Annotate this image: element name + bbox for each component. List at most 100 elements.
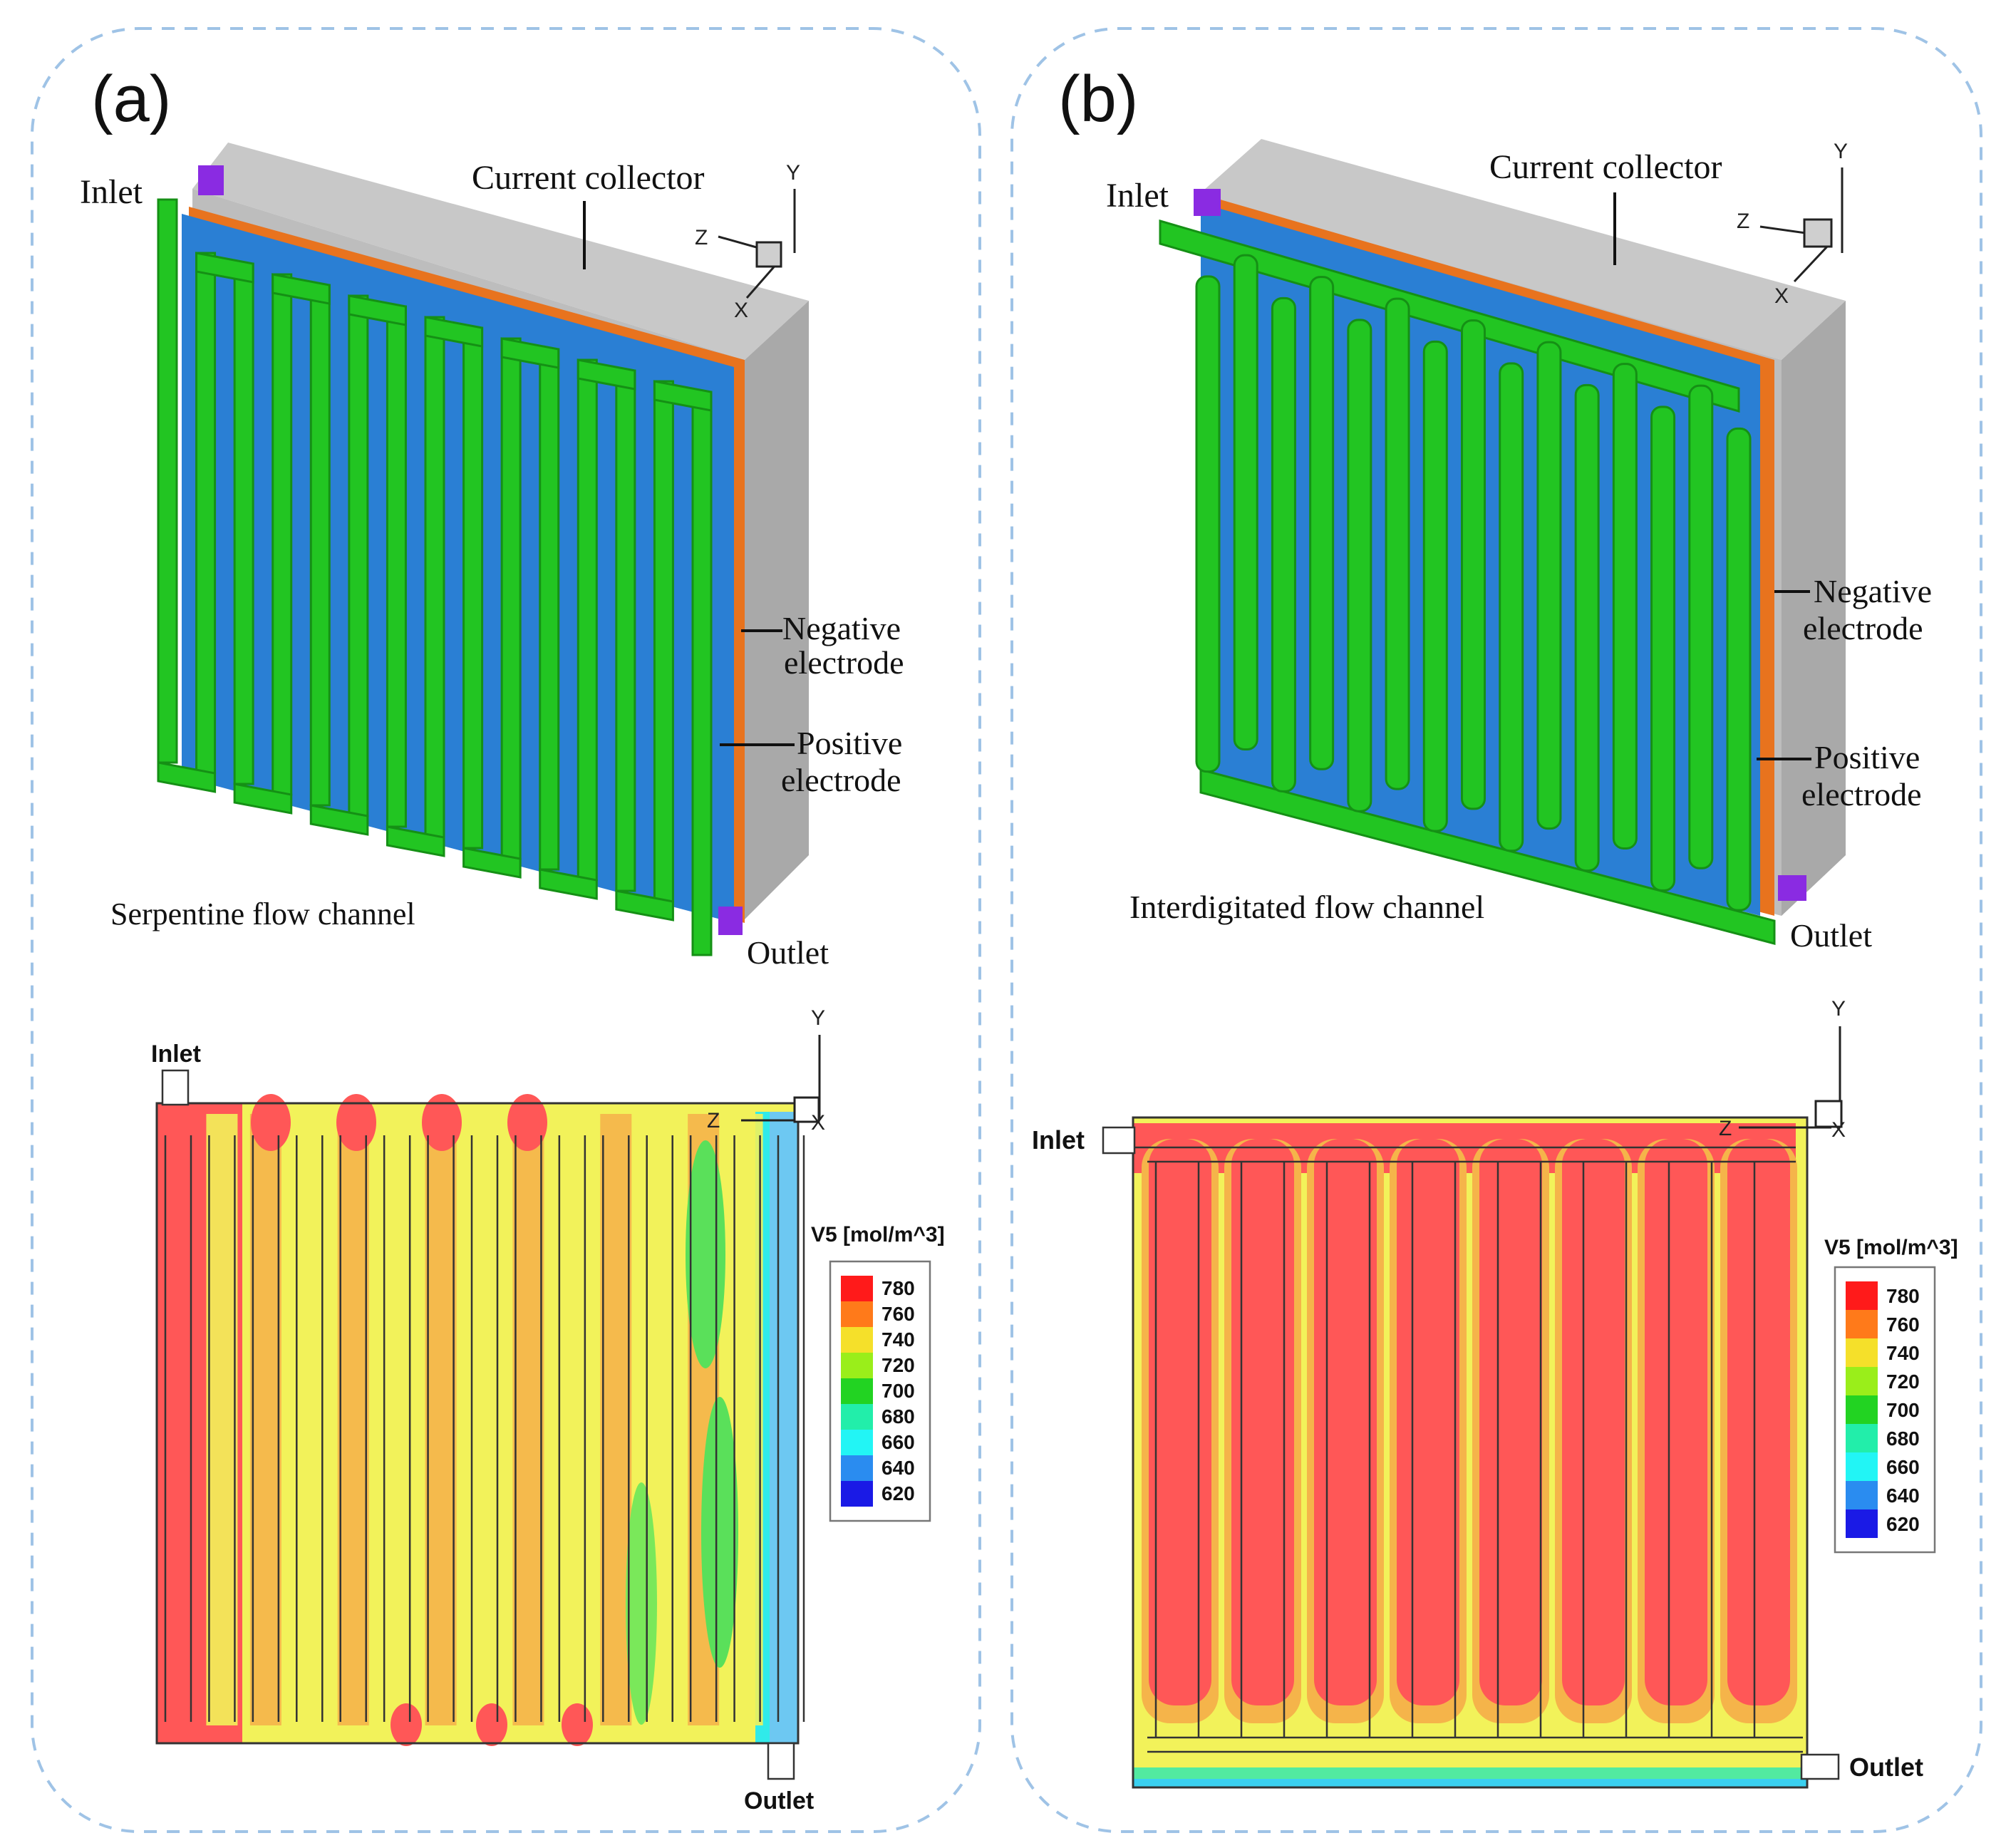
contour-border: [1132, 1116, 1809, 1789]
channel-finger: [1309, 276, 1335, 770]
serpentine-contour: [155, 1069, 805, 1780]
outlet-port: [718, 907, 743, 935]
legend-level-label: 680: [1886, 1428, 1920, 1450]
axis-x-3d: X: [734, 299, 748, 322]
channel-leg: [424, 316, 445, 839]
channel-bend: [424, 316, 484, 348]
channel-leg: [462, 326, 484, 850]
contour-band: [381, 1114, 413, 1725]
channel-finger: [1347, 319, 1372, 812]
legend-title: V5 [mol/m^3]: [811, 1223, 945, 1246]
channel-leg: [195, 252, 217, 775]
contour-band: [1727, 1139, 1790, 1705]
outlet-label-3d: Outlet: [747, 934, 829, 971]
channel-leg: [272, 273, 293, 796]
legend-level-label: 740: [881, 1328, 915, 1351]
legend-swatch: [841, 1353, 873, 1378]
contour-band: [1562, 1139, 1625, 1705]
axis-z-3d: Z: [695, 226, 708, 249]
legend-level-label: 720: [881, 1354, 915, 1376]
contour-band: [422, 1094, 462, 1151]
legend-level-label: 720: [1886, 1370, 1920, 1393]
contour-bands: [206, 1094, 763, 1746]
legend-level-label: 640: [881, 1457, 915, 1479]
channel-bend: [348, 294, 407, 326]
contour-band: [556, 1114, 588, 1725]
axis-x-2d: X: [1831, 1118, 1846, 1142]
interdigitated-channel: [1159, 220, 1776, 945]
contour-band: [1231, 1139, 1294, 1705]
contour-outlet-label: Outlet: [1849, 1752, 1923, 1782]
contour-band: [686, 1140, 725, 1368]
panel-b: (b) Inlet Current collector Negative ele…: [1010, 27, 1982, 1833]
channel-leg: [576, 358, 598, 882]
channel-bend: [500, 337, 560, 369]
channel-finger: [1688, 384, 1714, 869]
legend-level-label: 780: [1886, 1285, 1920, 1307]
axis-z-3d: Z: [1737, 210, 1749, 233]
axis-y-3d: Y: [1834, 140, 1848, 163]
legend-swatch: [1846, 1338, 1878, 1367]
legend-swatch: [841, 1430, 873, 1455]
channel-leg: [386, 305, 407, 828]
legend-swatch: [1846, 1281, 1878, 1310]
legend-level-label: 760: [881, 1303, 915, 1325]
channel-outline: [1133, 1146, 1803, 1753]
channel-finger: [1499, 362, 1524, 852]
channel-leg: [157, 198, 178, 764]
channel-leg: [691, 391, 713, 956]
channel-finger: [1461, 319, 1486, 810]
contour-band: [1479, 1139, 1542, 1705]
inlet-manifold: [1159, 220, 1740, 413]
serpentine-channel: [157, 198, 713, 956]
axis-triad-3d: [1759, 167, 1844, 283]
legend-swatch: [841, 1327, 873, 1353]
channel-name-label: Serpentine flow channel: [110, 897, 415, 931]
axis-triad-2d: [1739, 1026, 1843, 1129]
channel-finger: [1233, 254, 1258, 751]
contour-bottom-edge-2: [1133, 1779, 1807, 1787]
contour-band: [469, 1114, 500, 1725]
channel-bend: [462, 847, 522, 879]
channel-finger: [1726, 427, 1752, 912]
contour-band: [206, 1114, 238, 1725]
channel-finger: [1385, 297, 1410, 790]
interdigitated-3d-model: [1159, 139, 1846, 945]
legend-swatch: [1846, 1367, 1878, 1395]
serpentine-3d-model: [157, 143, 809, 956]
panel-b-tag: (b): [1058, 63, 1138, 135]
channel-leg: [233, 262, 254, 785]
contour-band: [337, 1114, 369, 1725]
channel-finger: [1536, 341, 1562, 830]
legend-level-label: 620: [881, 1482, 915, 1504]
channel-leg: [309, 284, 331, 807]
contour-band: [1645, 1139, 1707, 1705]
axis-y-3d: Y: [786, 161, 800, 185]
inlet-label-3d: Inlet: [1106, 177, 1169, 215]
current-collector-top: [1197, 139, 1846, 360]
legend-swatch: [1846, 1424, 1878, 1452]
current-collector-label: Current collector: [472, 159, 705, 197]
legend-swatch: [1846, 1310, 1878, 1338]
contour-band: [391, 1703, 422, 1746]
channel-finger: [1650, 406, 1676, 892]
inlet-port: [198, 165, 224, 195]
contour-band: [425, 1114, 457, 1725]
contour-band: [294, 1114, 326, 1725]
legend-level-label: 740: [1886, 1342, 1920, 1364]
channel-leg: [539, 348, 560, 871]
contour-band: [1149, 1139, 1211, 1705]
legend-swatch: [841, 1301, 873, 1327]
contour-outlet-column-2: [770, 1112, 798, 1743]
axis-z-2d: Z: [1719, 1117, 1732, 1140]
contour-band: [626, 1482, 657, 1725]
legend-level-label: 640: [1886, 1485, 1920, 1507]
interdigitated-contour: [1102, 1116, 1840, 1789]
axis-y-2d: Y: [811, 1006, 825, 1030]
channel-finger: [1271, 296, 1296, 793]
channel-leg: [348, 294, 369, 817]
legend-swatch: [1846, 1481, 1878, 1509]
